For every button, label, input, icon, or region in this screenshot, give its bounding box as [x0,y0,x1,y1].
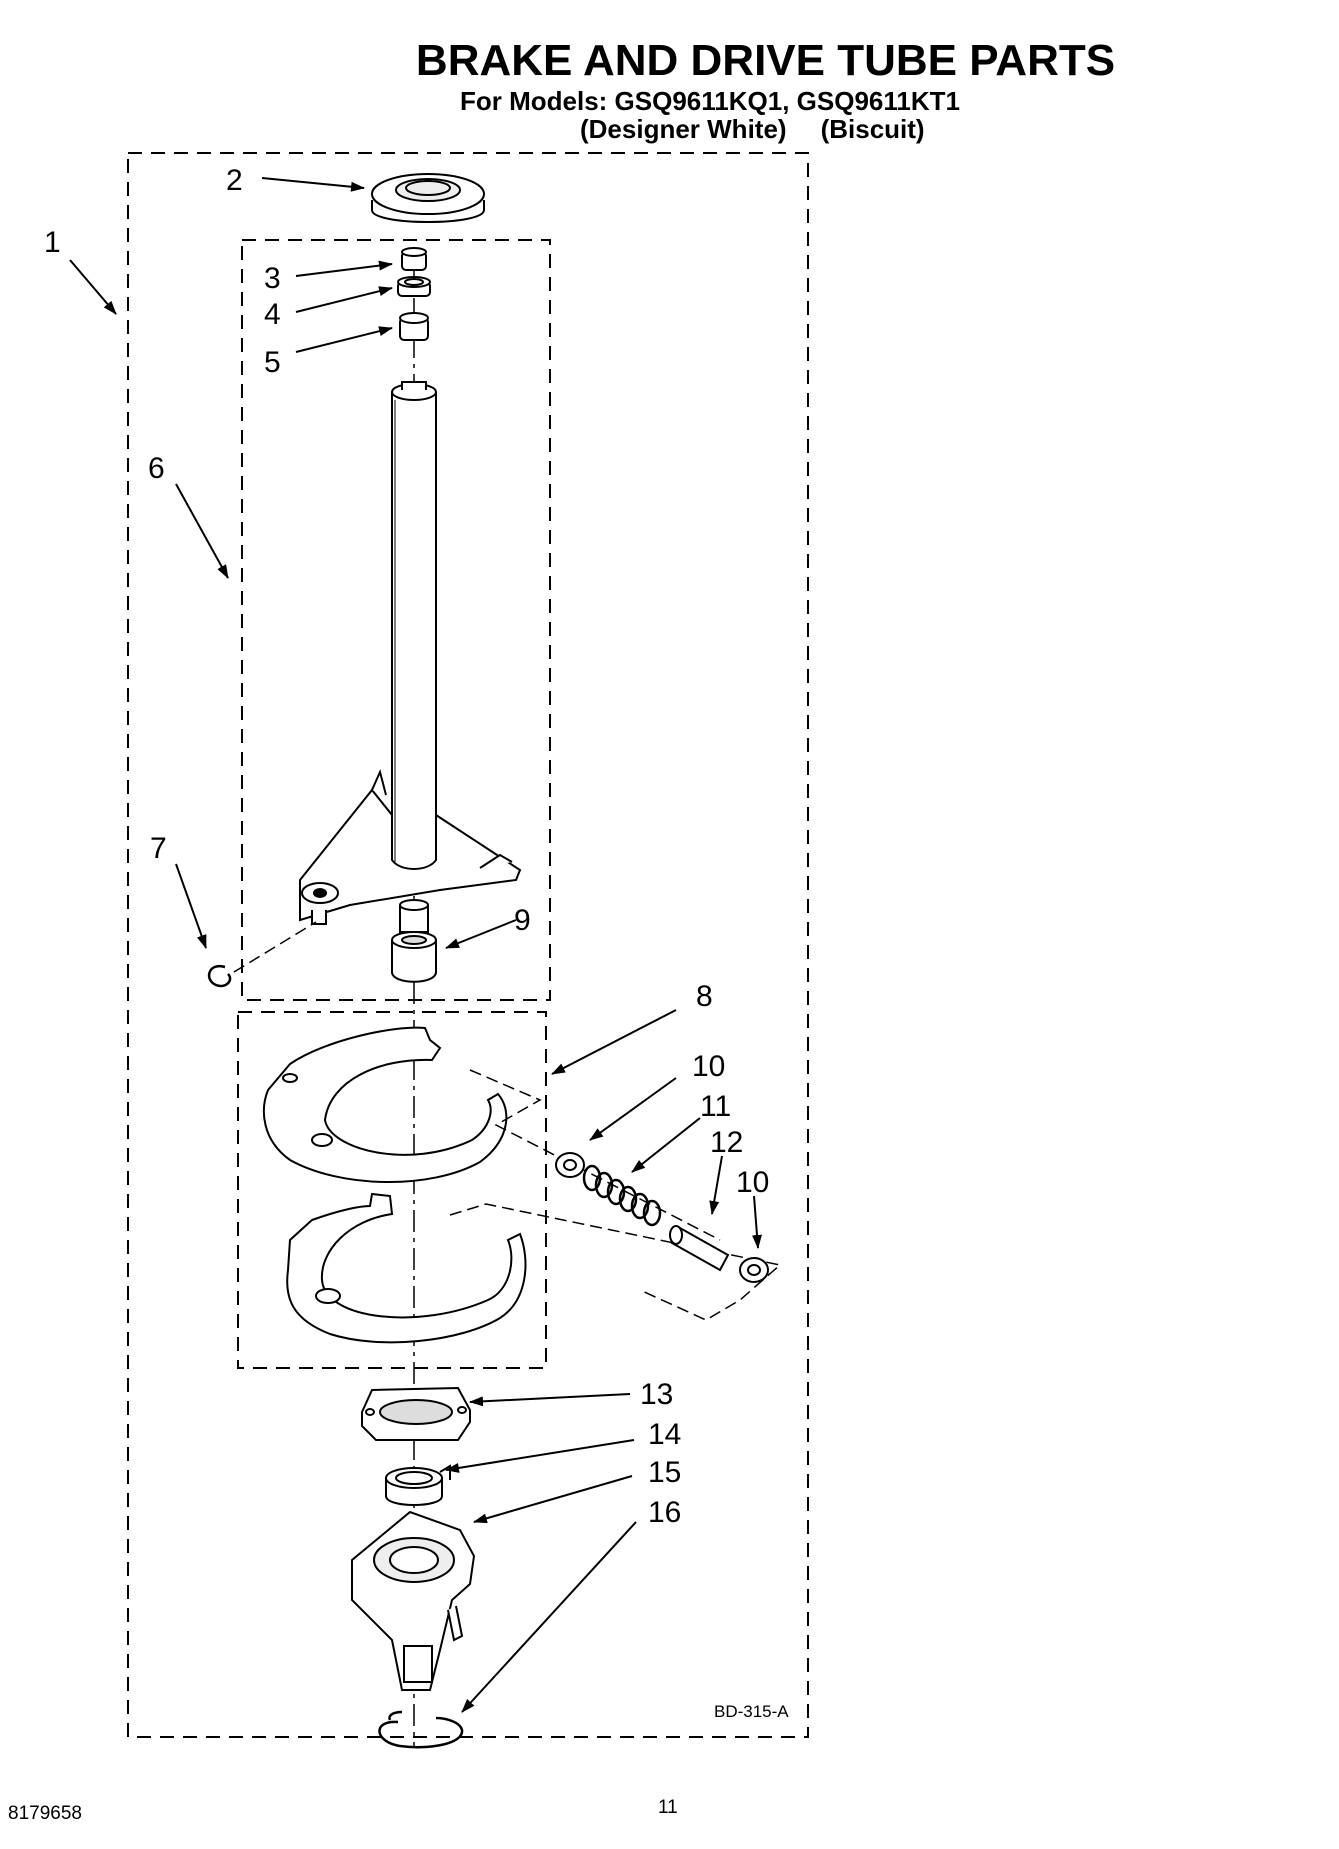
callout-10a: 10 [692,1050,725,1083]
upper-brake-shoe [262,1026,508,1184]
callout-2: 2 [226,164,243,197]
document-number: 8179658 [8,1803,82,1824]
spring-guide-upper [469,1069,721,1241]
model-colors: (Designer White) (Biscuit) [580,114,925,145]
color-designer-white: (Designer White) [580,114,787,144]
callout-11: 11 [700,1090,731,1123]
callout-7: 7 [150,832,167,865]
callout-3: 3 [264,262,281,295]
callout-12: 12 [710,1126,743,1159]
page-number: 11 [658,1797,678,1818]
bushing-parts [397,247,431,341]
callout-4: 4 [264,298,281,331]
callout-6: 6 [148,452,165,485]
lower-bushing-part [391,931,437,983]
lower-brake-shoe [286,1192,527,1344]
callout-8: 8 [696,980,713,1013]
drive-tube-frame [241,239,551,1001]
spring-guide-lower [449,1203,782,1321]
callout-9: 9 [514,904,531,937]
bearing-housing-part [351,1510,476,1691]
spring-part [582,1164,662,1227]
color-biscuit: (Biscuit) [820,114,925,144]
seal-part [371,173,485,223]
washer-part-b [739,1257,769,1283]
drive-tube-part [299,381,522,933]
callout-10b: 10 [736,1166,769,1199]
callout-1: 1 [44,226,61,259]
callout-14: 14 [648,1418,681,1451]
snap-ring-part [378,1710,464,1749]
collar-part [385,1464,451,1506]
diagram-code: BD-315-A [714,1702,789,1721]
leader-arrows [69,177,762,1713]
brake-shoe-frame [237,1011,547,1369]
pin-part [669,1225,730,1272]
assembly-frame [127,152,809,1738]
page-title: BRAKE AND DRIVE TUBE PARTS [415,36,1116,85]
callout-15: 15 [648,1456,681,1489]
e-clip-part [207,964,232,988]
hub-part [361,1386,471,1441]
callout-16: 16 [648,1496,681,1529]
callout-13: 13 [640,1378,673,1411]
models-line: For Models: GSQ9611KQ1, GSQ9611KT1 [460,86,960,116]
callout-5: 5 [264,346,281,379]
washer-part-a [555,1152,585,1178]
clip-leader-line [233,921,317,973]
